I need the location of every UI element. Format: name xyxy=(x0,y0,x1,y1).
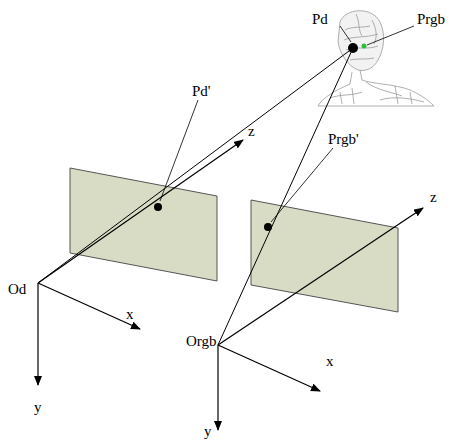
leader-line xyxy=(271,148,333,222)
leader-line xyxy=(160,100,198,201)
rgb-image-plane xyxy=(251,200,398,312)
axis-y xyxy=(217,345,218,430)
axis-label: z xyxy=(430,190,437,205)
origin-label: Orgb xyxy=(186,334,217,349)
depth-image-plane xyxy=(70,168,217,281)
axis-x xyxy=(218,345,320,391)
axis-label: z xyxy=(248,124,255,139)
point-label: Prgb xyxy=(417,12,445,27)
axis-label: x xyxy=(326,354,334,369)
leader-line xyxy=(340,26,351,42)
color-point xyxy=(362,44,367,49)
point-label: Prgb' xyxy=(328,132,359,147)
projected-point xyxy=(154,203,162,211)
origin-label: Od xyxy=(8,282,26,297)
axis-label: y xyxy=(34,400,42,415)
point-label: Pd' xyxy=(192,84,211,99)
axis-z xyxy=(218,208,423,345)
projected-point xyxy=(264,223,272,231)
leader-line xyxy=(367,26,414,45)
axis-label: x xyxy=(126,307,134,322)
scene-point xyxy=(348,43,358,53)
axis-label: y xyxy=(204,424,212,439)
axis-x xyxy=(38,283,140,329)
depth-ray xyxy=(38,48,353,283)
axis-z xyxy=(38,140,243,283)
bust-figure xyxy=(318,11,434,106)
point-label: Pd xyxy=(312,12,328,27)
axis-y xyxy=(37,283,38,385)
